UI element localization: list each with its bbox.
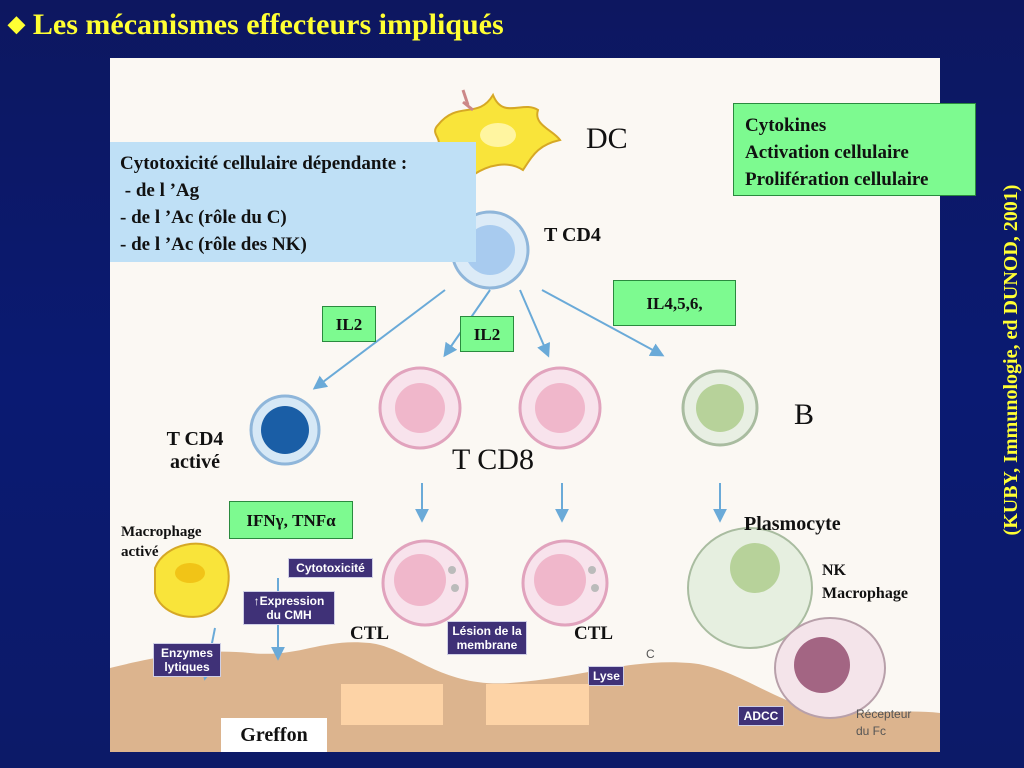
lesion-line-2: membrane [456, 638, 518, 652]
cytokines-line-2: Activation cellulaire [745, 142, 909, 163]
ctl-left-label: CTL [350, 623, 390, 644]
il456-tag: IL4,5,6, [613, 280, 736, 326]
cytokines-line-3: Prolifération cellulaire [745, 169, 929, 190]
greffon-label: Greffon [221, 718, 327, 752]
cytotoxicity-box: Cytotoxicité cellulaire dépendante : - d… [110, 142, 476, 262]
cytotoxicity-line-3: - de l ’Ac (rôle du C) [120, 207, 287, 228]
cytokines-line-1: Cytokines [745, 115, 827, 136]
macrophage-active-label: Macrophage activé [121, 522, 202, 562]
source-credit: (KUBY, Immunologie, ed DUNOD, 2001) [1000, 184, 1022, 536]
dc-label: DC [586, 122, 628, 155]
ctl-cell-left [381, 539, 469, 627]
cytotoxicite-tag: Cytotoxicité [288, 558, 373, 578]
ctl-cell-right [521, 539, 609, 627]
nk-line: NK [822, 562, 846, 579]
macrophage-line-2: activé [121, 544, 159, 560]
lesion-membrane-tag: Lésion de la membrane [447, 621, 527, 655]
slide-title: ◆ Les mécanismes effecteurs impliqués [8, 8, 504, 42]
tcd8-cell-right [518, 366, 602, 450]
tcd4-active-line-2: activé [170, 451, 220, 473]
nk-macrophage-cell [774, 617, 886, 719]
plasmocyte-cell [687, 527, 813, 649]
expression-cmh-tag: ↑Expression du CMH [243, 591, 335, 625]
il2-center-tag: IL2 [460, 316, 514, 352]
adcc-tag: ADCC [738, 706, 784, 726]
tcd4-active-cell [249, 394, 321, 466]
tcd8-label: T CD8 [452, 443, 534, 476]
enzymes-lytiques-tag: Enzymes lytiques [153, 643, 221, 677]
fc-line-1: Récepteur [856, 707, 912, 721]
graft-patch-left [341, 684, 443, 725]
b-cell [681, 369, 759, 447]
cytotoxicity-line-1: Cytotoxicité cellulaire dépendante : [120, 153, 408, 174]
lesion-line-1: Lésion de la [452, 624, 522, 638]
graft-patch-right [486, 684, 589, 725]
slide-title-text: Les mécanismes effecteurs impliqués [32, 8, 504, 41]
il2-left-tag: IL2 [322, 306, 376, 342]
cytokines-box: Cytokines Activation cellulaire Prolifér… [733, 103, 976, 196]
complement-label: C [646, 647, 655, 661]
enzymes-line-2: lytiques [164, 660, 210, 674]
b-label: B [794, 398, 815, 431]
ctl-right-label: CTL [574, 623, 614, 644]
tcd8-cell-left [378, 366, 462, 450]
nk-macrophage-label: NK Macrophage [822, 559, 908, 605]
tcd4-active-label: T CD4 activé [158, 428, 232, 474]
fc-receptor-label: Récepteur du Fc [856, 706, 911, 740]
diamond-bullet-icon: ◆ [8, 11, 25, 36]
expression-line-1: ↑Expression [253, 594, 325, 608]
macrophage-line-1: Macrophage [121, 524, 202, 540]
plasmocyte-label: Plasmocyte [744, 513, 841, 535]
tcd4-active-line-1: T CD4 [166, 428, 224, 450]
expression-line-2: du CMH [266, 608, 312, 622]
ifn-tnf-tag: IFNγ, TNFα [229, 501, 353, 539]
enzymes-line-1: Enzymes [160, 646, 214, 660]
lyse-tag: Lyse [588, 666, 624, 686]
active-macrophage-cell [154, 542, 230, 618]
tcd4-label: T CD4 [544, 224, 601, 246]
macrophage-line: Macrophage [822, 585, 908, 602]
cytotoxicity-line-4: - de l ’Ac (rôle des NK) [120, 234, 307, 255]
cytotoxicity-line-2: - de l ’Ag [120, 180, 200, 201]
fc-line-2: du Fc [856, 724, 887, 738]
